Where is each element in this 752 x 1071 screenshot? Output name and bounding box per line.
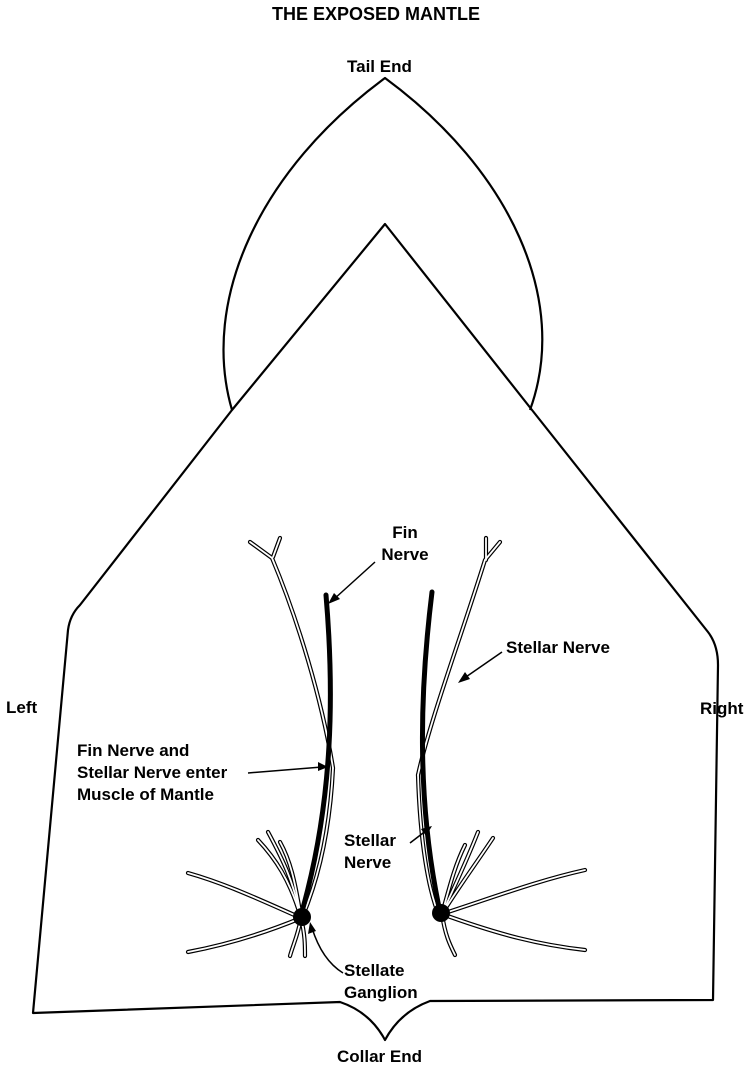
stellar-nerve-arrow bbox=[458, 652, 502, 683]
right-label: Right bbox=[700, 698, 743, 720]
fin-outline bbox=[224, 78, 543, 410]
left-fin-nerve bbox=[301, 595, 330, 915]
enter-muscle-arrow bbox=[248, 762, 328, 773]
stellar-nerve-right-label: Stellar Nerve bbox=[506, 637, 610, 659]
stellate-ganglion-label: Stellate Ganglion bbox=[344, 960, 418, 1004]
collar-end-label: Collar End bbox=[337, 1046, 422, 1068]
right-stellate-ganglion bbox=[432, 904, 450, 922]
tail-end-label: Tail End bbox=[347, 56, 412, 78]
ganglion-arrow bbox=[308, 922, 343, 973]
left-ganglion-branches bbox=[188, 832, 305, 956]
left-label: Left bbox=[6, 697, 37, 719]
fin-nerve-arrow bbox=[328, 562, 375, 604]
mantle-outline bbox=[33, 224, 718, 1040]
fin-nerve-label: Fin Nerve bbox=[376, 522, 434, 566]
enter-muscle-label: Fin Nerve and Stellar Nerve enter Muscle… bbox=[77, 740, 227, 806]
left-stellate-ganglion bbox=[293, 908, 311, 926]
right-ganglion-branches bbox=[442, 832, 585, 955]
diagram-title: THE EXPOSED MANTLE bbox=[0, 3, 752, 25]
left-stellar-nerve bbox=[250, 538, 333, 918]
stellar-nerve-mid-label: Stellar Nerve bbox=[344, 830, 396, 874]
